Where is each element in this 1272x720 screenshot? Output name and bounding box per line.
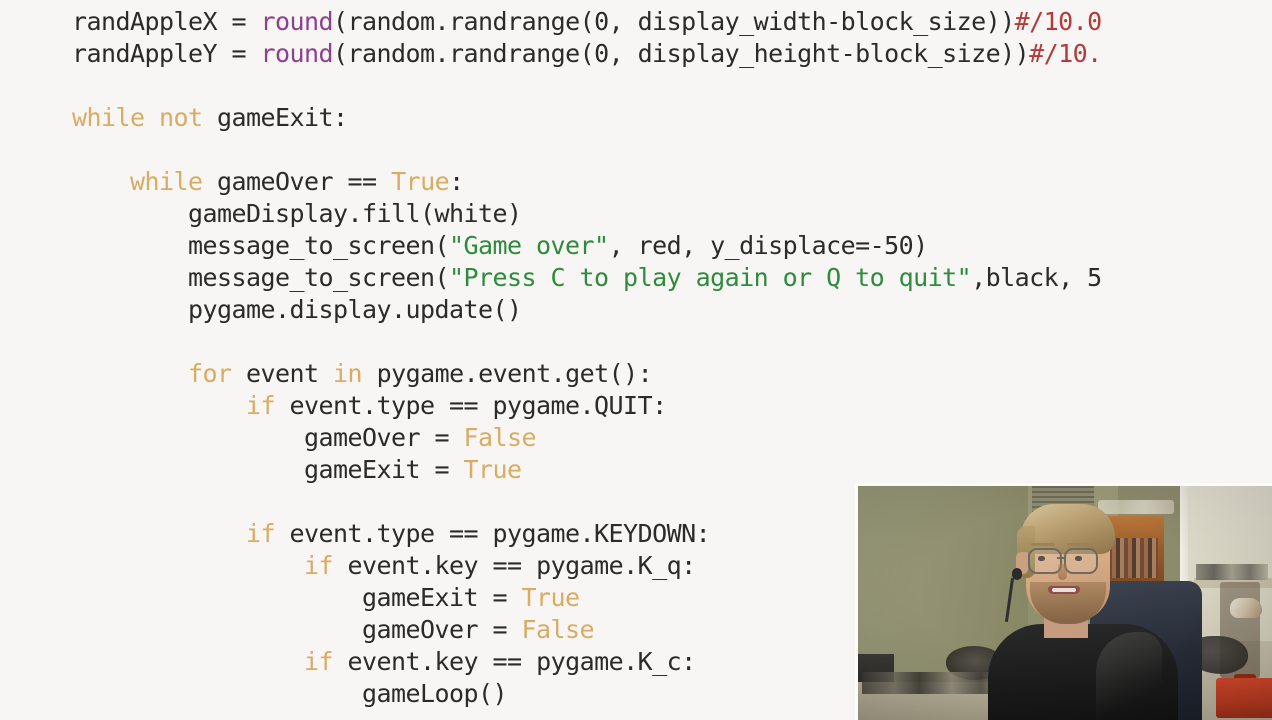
code-token-keyword: if <box>304 551 334 580</box>
code-token-constant: True <box>521 583 581 612</box>
code-token-plain: event.type == pygame.KEYDOWN: <box>275 519 711 548</box>
code-token-keyword: for <box>188 359 232 388</box>
webcam-far-desk-items <box>1196 564 1268 580</box>
code-token-plain: gameOver == <box>202 167 392 196</box>
code-token-plain: randAppleY = <box>72 39 261 68</box>
code-token-plain: gameOver = <box>72 423 464 452</box>
code-token-plain <box>72 647 304 676</box>
code-token-plain: pygame.event.get(): <box>362 359 653 388</box>
webcam-toolbox-handle <box>1234 674 1256 681</box>
code-token-constant: False <box>521 615 595 644</box>
code-line-5[interactable]: while gameOver == True: <box>72 166 464 198</box>
code-token-plain: gameLoop() <box>72 679 508 708</box>
code-token-plain: ,black, 5 <box>971 263 1102 292</box>
code-token-plain: gameExit = <box>72 583 522 612</box>
code-line-16[interactable]: if event.type == pygame.KEYDOWN: <box>72 518 711 550</box>
webcam-shelf-books <box>1108 538 1158 578</box>
webcam-person-glasses-left-lens <box>1028 548 1062 574</box>
code-line-18[interactable]: gameExit = True <box>72 582 580 614</box>
code-token-constant: True <box>391 167 450 196</box>
code-token-comment: #/10. <box>1029 39 1102 68</box>
code-token-keyword: while <box>72 103 145 132</box>
webcam-shelf-top-items <box>1098 500 1174 514</box>
code-token-plain: gameOver = <box>72 615 522 644</box>
code-token-plain: (random.randrange(0, display_width-block… <box>333 7 1015 36</box>
code-token-plain <box>72 551 304 580</box>
code-token-keyword: if <box>304 647 334 676</box>
code-line-9[interactable]: pygame.display.update() <box>72 294 522 326</box>
code-token-plain: event <box>231 359 334 388</box>
code-token-keyword: if <box>246 519 276 548</box>
code-token-comment: #/10.0 <box>1014 7 1103 36</box>
code-line-8[interactable]: message_to_screen("Press C to play again… <box>72 262 1102 294</box>
webcam-person-glasses-right-lens <box>1064 548 1098 574</box>
code-token-builtin: round <box>260 7 334 36</box>
webcam-person-earphone <box>1012 568 1022 580</box>
webcam-cat <box>1230 598 1262 618</box>
code-token-plain: (random.randrange(0, display_height-bloc… <box>333 39 1030 68</box>
code-line-7[interactable]: message_to_screen("Game over", red, y_di… <box>72 230 928 262</box>
code-token-plain: event.key == pygame.K_c: <box>333 647 697 676</box>
webcam-person-eyebrow-left <box>1031 543 1055 546</box>
code-line-21[interactable]: gameLoop() <box>72 678 508 710</box>
webcam-person-shirt-highlight <box>1096 632 1162 720</box>
code-line-13[interactable]: gameOver = False <box>72 422 537 454</box>
code-line-19[interactable]: gameOver = False <box>72 614 595 646</box>
code-token-keyword: if <box>246 391 276 420</box>
code-token-keyword: not <box>159 103 203 132</box>
code-token-plain: gameExit = <box>72 455 464 484</box>
code-token-plain <box>72 359 188 388</box>
webcam-person-eye-right <box>1075 556 1082 561</box>
webcam-red-toolbox <box>1216 678 1272 718</box>
code-token-keyword: while <box>130 167 203 196</box>
code-token-plain <box>72 167 130 196</box>
code-line-3[interactable]: while not gameExit: <box>72 102 348 134</box>
webcam-person-glasses-bridge <box>1057 557 1066 559</box>
code-token-plain: pygame.display.update() <box>72 295 522 324</box>
code-token-plain: , red, y_displace=-50) <box>608 231 929 260</box>
code-token-builtin: round <box>260 39 334 68</box>
code-token-plain: gameExit: <box>202 103 348 132</box>
code-token-constant: False <box>463 423 537 452</box>
code-token-string: "Game over" <box>449 231 609 260</box>
code-line-17[interactable]: if event.key == pygame.K_q: <box>72 550 696 582</box>
webcam-person-torso <box>988 624 1178 720</box>
code-token-plain <box>145 103 160 132</box>
code-line-1[interactable]: randAppleY = round(random.randrange(0, d… <box>72 38 1102 70</box>
code-token-plain: message_to_screen( <box>72 263 450 292</box>
webcam-person-eye-left <box>1038 556 1045 561</box>
code-line-14[interactable]: gameExit = True <box>72 454 522 486</box>
code-token-constant: True <box>463 455 523 484</box>
code-token-plain: randAppleX = <box>72 7 261 36</box>
code-token-plain: gameDisplay.fill(white) <box>72 199 522 228</box>
code-token-plain: : <box>449 167 464 196</box>
code-token-plain <box>72 519 246 548</box>
webcam-person-teeth <box>1052 588 1076 592</box>
code-token-string: "Press C to play again or Q to quit" <box>449 263 972 292</box>
code-line-20[interactable]: if event.key == pygame.K_c: <box>72 646 696 678</box>
code-token-plain <box>72 391 246 420</box>
code-line-0[interactable]: randAppleX = round(random.randrange(0, d… <box>72 6 1102 38</box>
code-token-plain: event.key == pygame.K_q: <box>333 551 697 580</box>
code-line-12[interactable]: if event.type == pygame.QUIT: <box>72 390 667 422</box>
webcam-person-nose <box>1058 564 1067 580</box>
code-line-11[interactable]: for event in pygame.event.get(): <box>72 358 653 390</box>
code-token-keyword: in <box>333 359 363 388</box>
webcam-person-hair <box>1021 504 1115 554</box>
code-line-6[interactable]: gameDisplay.fill(white) <box>72 198 522 230</box>
presenter-webcam-overlay <box>855 483 1272 720</box>
code-token-plain: message_to_screen( <box>72 231 450 260</box>
code-token-plain: event.type == pygame.QUIT: <box>275 391 668 420</box>
webcam-person-eyebrow-right <box>1067 543 1091 546</box>
